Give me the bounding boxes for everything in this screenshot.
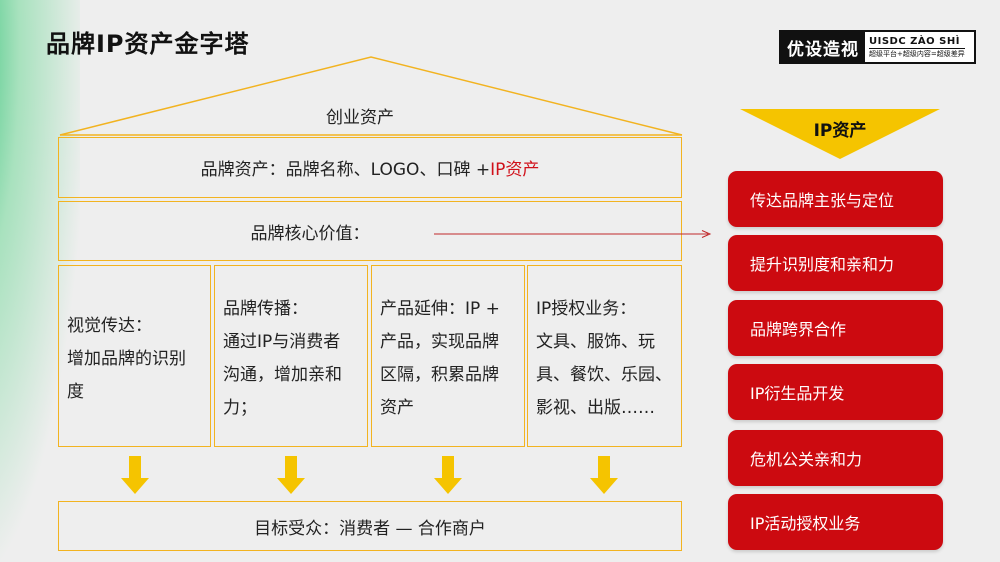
column-line: 产品延伸：IP + bbox=[380, 299, 500, 319]
ip-asset-highlight: IP资产 bbox=[490, 160, 540, 180]
logo-main-text: 优设造视 bbox=[781, 32, 865, 62]
ip-item-derivatives: IP衍生品开发 bbox=[728, 364, 943, 420]
roof-label: 创业资产 bbox=[326, 108, 394, 128]
down-arrow-icon bbox=[277, 456, 305, 494]
column-line: 力； bbox=[223, 398, 257, 418]
column-line: 沟通，增加亲和 bbox=[223, 365, 342, 385]
brand-logo: 优设造视 UISDC ZÀO SHÌ 超级平台+超级内容=超级差异 bbox=[779, 30, 976, 64]
column-line: 通过IP与消费者 bbox=[223, 332, 341, 352]
column-visual: 视觉传达： 增加品牌的识别 度 bbox=[58, 265, 211, 447]
ip-item-label: IP衍生品开发 bbox=[750, 384, 845, 403]
ip-asset-triangle bbox=[740, 109, 940, 159]
pyramid-roof bbox=[59, 56, 683, 136]
column-line: 产品，实现品牌 bbox=[380, 332, 499, 352]
logo-slogan: 超级平台+超级内容=超级差异 bbox=[869, 49, 965, 58]
core-value-arrow bbox=[434, 230, 712, 238]
brand-assets-row: 品牌资产：品牌名称、LOGO、口碑 + IP资产 bbox=[58, 137, 682, 198]
ip-item-crossover: 品牌跨界合作 bbox=[728, 300, 943, 356]
ip-item-label: 提升识别度和亲和力 bbox=[750, 255, 895, 274]
page-title: 品牌IP资产金字塔 bbox=[46, 30, 250, 58]
ip-item-crisis-pr: 危机公关亲和力 bbox=[728, 430, 943, 486]
ip-item-recognition: 提升识别度和亲和力 bbox=[728, 235, 943, 291]
logo-english: UISDC ZÀO SHÌ bbox=[869, 35, 965, 49]
core-value-text: 品牌核心价值： bbox=[250, 223, 370, 244]
ip-item-label: 品牌跨界合作 bbox=[750, 320, 847, 339]
column-line: 影视、出版…… bbox=[536, 398, 655, 418]
column-line: 度 bbox=[67, 381, 84, 402]
brand-assets-text: 品牌资产：品牌名称、LOGO、口碑 + bbox=[200, 160, 491, 180]
column-line: 区隔，积累品牌 bbox=[380, 365, 499, 385]
column-communication: 品牌传播： 通过IP与消费者 沟通，增加亲和 力； bbox=[214, 265, 368, 447]
column-product: 产品延伸：IP + 产品，实现品牌 区隔，积累品牌 资产 bbox=[371, 265, 525, 447]
ip-item-label: IP活动授权业务 bbox=[750, 514, 861, 533]
ip-item-brand-positioning: 传达品牌主张与定位 bbox=[728, 171, 943, 227]
ip-item-label: 传达品牌主张与定位 bbox=[750, 191, 895, 210]
column-line: 增加品牌的识别 bbox=[67, 348, 186, 369]
logo-side: UISDC ZÀO SHÌ 超级平台+超级内容=超级差异 bbox=[865, 32, 969, 62]
down-arrow-icon bbox=[121, 456, 149, 494]
column-line: 视觉传达： bbox=[67, 315, 152, 336]
column-licensing: IP授权业务： 文具、服饰、玩 具、餐饮、乐园、 影视、出版…… bbox=[527, 265, 682, 447]
core-value-row: 品牌核心价值： bbox=[58, 201, 682, 261]
column-line: 具、餐饮、乐园、 bbox=[536, 365, 672, 385]
column-line: IP授权业务： bbox=[536, 299, 637, 319]
down-arrow-icon bbox=[590, 456, 618, 494]
column-line: 资产 bbox=[380, 398, 414, 418]
column-line: 品牌传播： bbox=[223, 299, 308, 319]
ip-item-licensing: IP活动授权业务 bbox=[728, 494, 943, 550]
down-arrow-icon bbox=[434, 456, 462, 494]
target-audience-row: 目标受众：消费者 — 合作商户 bbox=[58, 501, 682, 551]
column-line: 文具、服饰、玩 bbox=[536, 332, 655, 352]
target-audience-text: 目标受众：消费者 — 合作商户 bbox=[254, 518, 486, 539]
ip-asset-label: IP资产 bbox=[813, 121, 867, 141]
ip-item-label: 危机公关亲和力 bbox=[750, 450, 863, 469]
